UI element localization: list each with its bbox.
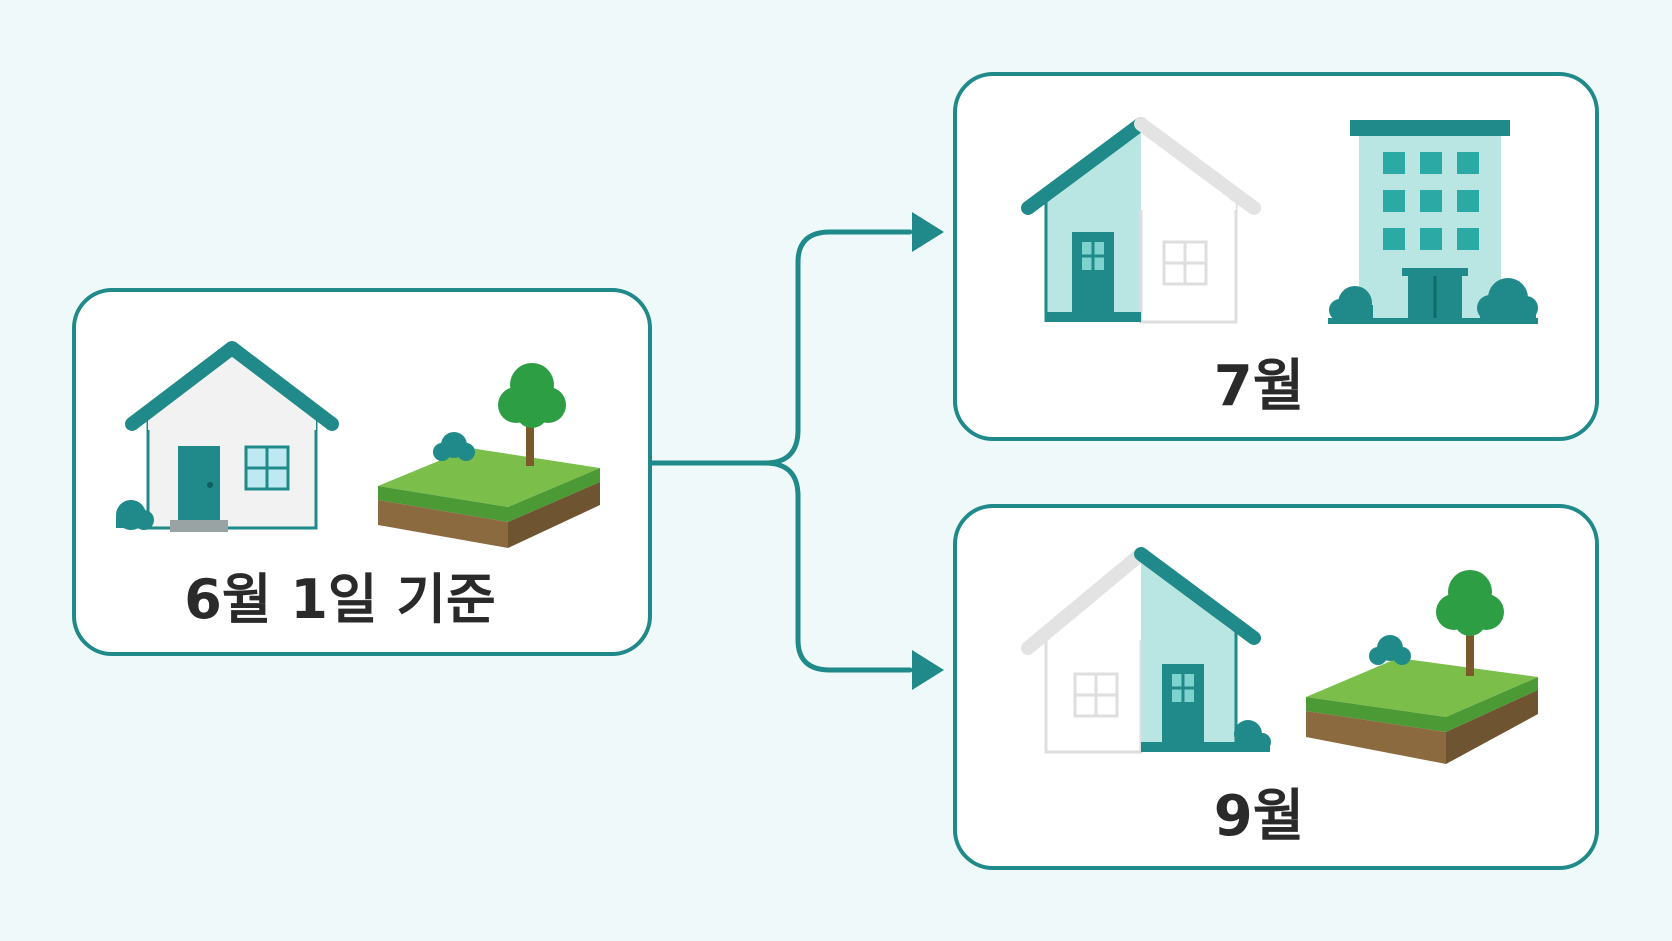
tree-icon <box>498 363 566 466</box>
base-date-label: 6월 1일 기준 <box>184 568 495 631</box>
tree-icon <box>1436 570 1504 676</box>
connector-to-top <box>762 229 913 466</box>
building-icon <box>1328 120 1538 324</box>
july-card: 7월 <box>953 72 1599 441</box>
bush-icon <box>1329 286 1373 321</box>
house-icon <box>125 341 339 532</box>
bush-icon <box>1477 278 1538 321</box>
september-label: 9월 <box>1214 784 1305 849</box>
base-card: 6월 1일 기준 <box>72 288 652 656</box>
connector-to-bottom <box>762 460 913 673</box>
connector-lines <box>647 229 913 673</box>
bush-icon <box>433 432 475 461</box>
july-label: 7월 <box>1214 354 1305 419</box>
partial-house-icon <box>1021 547 1261 754</box>
partial-house-icon <box>1021 117 1261 324</box>
bush-icon <box>1234 720 1271 752</box>
bush-icon <box>1369 635 1411 665</box>
september-card: 9월 <box>953 504 1599 870</box>
arrow-head-bottom <box>912 650 944 690</box>
arrow-head-top <box>912 212 944 252</box>
bush-icon <box>116 500 154 530</box>
land-plot-icon <box>1306 658 1538 764</box>
land-plot-icon <box>378 448 600 548</box>
